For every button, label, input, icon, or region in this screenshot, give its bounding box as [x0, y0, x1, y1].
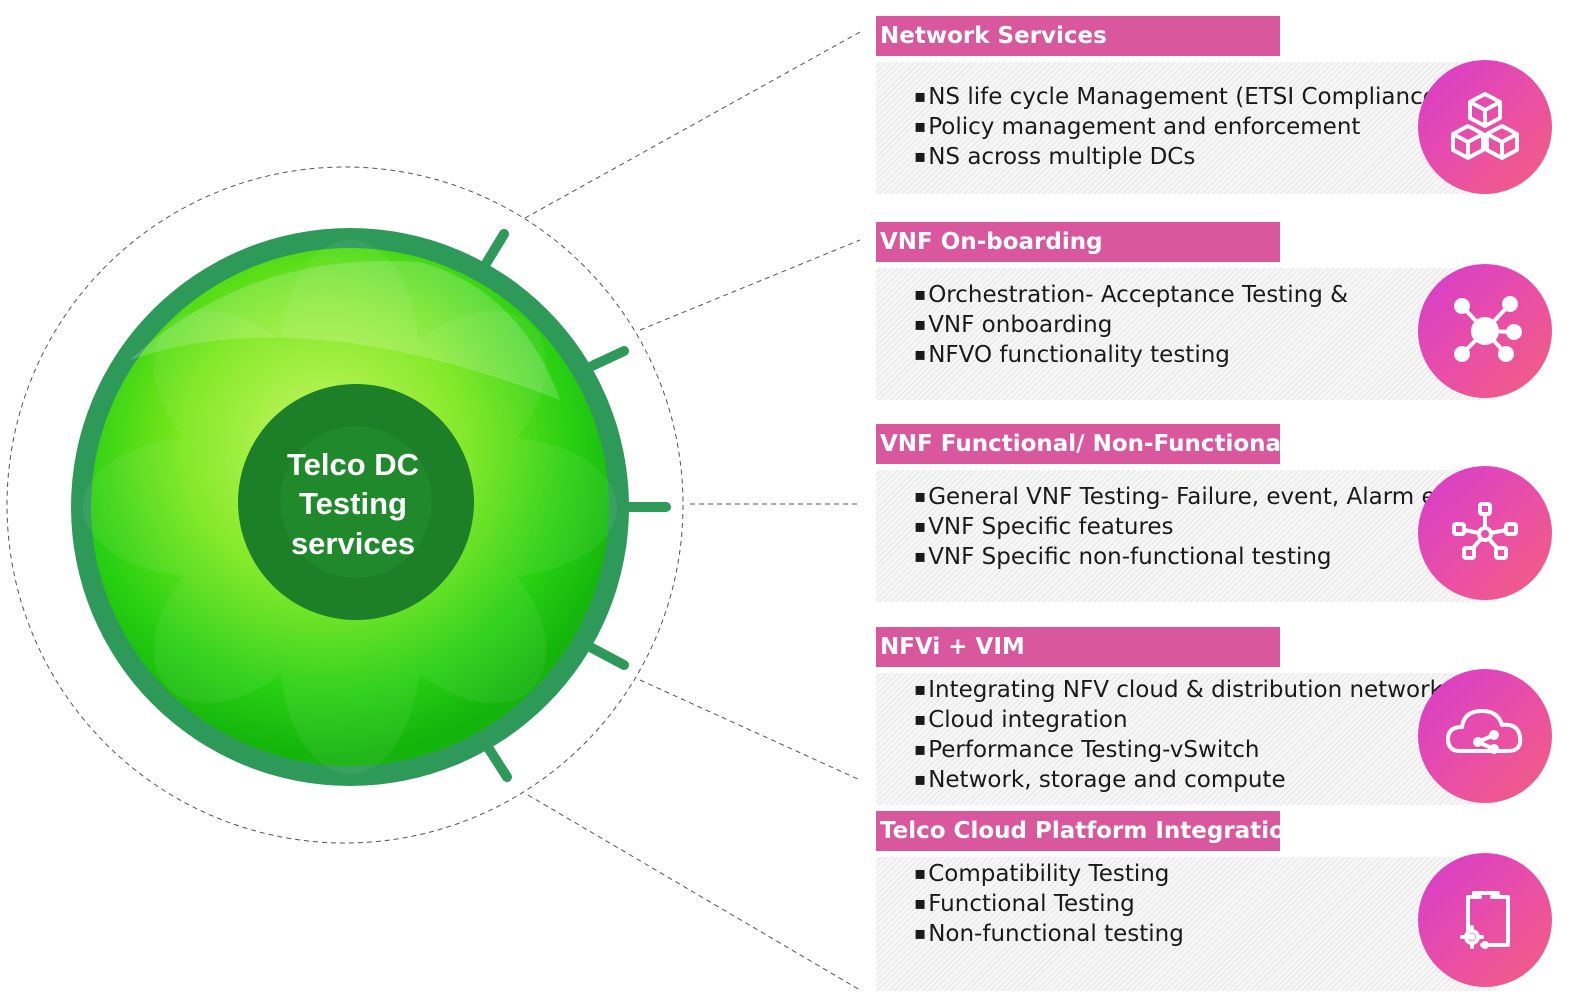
hub-graphic: Telco DC Testing services	[6, 31, 861, 991]
panel-title: VNF Functional/ Non-Functional	[876, 424, 1289, 464]
orbit-ring	[6, 166, 684, 844]
panel-title: Network Services	[876, 16, 1280, 56]
panel-network-services: Network Services NS life cycle Managemen…	[876, 16, 1576, 196]
panel-telco-cloud-integration: Telco Cloud Platform Integration Compati…	[876, 811, 1576, 1001]
list-item: General VNF Testing- Failure, event, Ala…	[914, 482, 1464, 512]
panel-list: Orchestration- Acceptance Testing & VNF …	[914, 280, 1348, 370]
network-hub-icon	[1418, 264, 1552, 398]
panel-body: General VNF Testing- Failure, event, Ala…	[876, 470, 1496, 602]
list-item: Integrating NFV cloud & distribution net…	[914, 675, 1443, 705]
spoke-1	[482, 229, 509, 267]
panel-body: Compatibility Testing Functional Testing…	[876, 857, 1496, 991]
spoke-2	[587, 346, 629, 371]
list-item: VNF Specific non-functional testing	[914, 542, 1465, 572]
center-title-line-2: Testing	[299, 486, 407, 521]
list-item: VNF onboarding	[914, 310, 1348, 340]
connector-line-4	[639, 679, 861, 781]
panel-list: NS life cycle Management (ETSI Complianc…	[914, 82, 1446, 172]
spoke-4	[587, 643, 629, 670]
list-item: Policy management and enforcement	[914, 112, 1446, 142]
panel-body: NS life cycle Management (ETSI Complianc…	[876, 62, 1496, 194]
clipboard-gear-icon	[1418, 853, 1552, 987]
list-item: Compatibility Testing	[914, 859, 1184, 889]
list-item: NFVO functionality testing	[914, 340, 1348, 370]
spoke-5	[484, 744, 512, 782]
panel-title: NFVi + VIM	[876, 627, 1280, 667]
cubes-icon	[1418, 60, 1552, 194]
panel-list: General VNF Testing- Failure, event, Ala…	[914, 482, 1465, 572]
panel-vnf-onboarding: VNF On-boarding Orchestration- Acceptanc…	[876, 222, 1576, 402]
center-title-line-3: services	[291, 526, 415, 561]
panel-body: Orchestration- Acceptance Testing & VNF …	[876, 268, 1496, 400]
connector-line-2	[639, 239, 861, 331]
node-graph-icon	[1418, 466, 1552, 600]
panel-nfvi-vim: NFVi + VIM Integrating NFV cloud & distr…	[876, 627, 1576, 807]
panel-list: Compatibility Testing Functional Testing…	[914, 859, 1184, 949]
list-item: NS across multiple DCs	[914, 142, 1446, 172]
list-item: Performance Testing-vSwitch	[914, 735, 1443, 765]
list-item: Orchestration- Acceptance Testing &	[914, 280, 1348, 310]
panel-title: VNF On-boarding	[876, 222, 1280, 262]
connector-lines	[524, 31, 861, 991]
list-item: VNF Specific features	[914, 512, 1465, 542]
ring-spokes	[482, 229, 671, 782]
connector-line-5	[527, 794, 861, 991]
list-item: NS life cycle Management (ETSI Complianc…	[914, 82, 1446, 112]
list-item: Network, storage and compute	[914, 765, 1443, 795]
sphere-highlight	[130, 260, 560, 400]
connector-line-1	[524, 31, 861, 219]
panel-body: Integrating NFV cloud & distribution net…	[876, 673, 1496, 805]
cloud-share-icon	[1418, 669, 1552, 803]
center-title-line-1: Telco DC	[287, 447, 419, 482]
list-item: Cloud integration	[914, 705, 1443, 735]
panel-list: Integrating NFV cloud & distribution net…	[914, 675, 1443, 795]
list-item: Non-functional testing	[914, 919, 1184, 949]
panel-vnf-functional: VNF Functional/ Non-Functional General V…	[876, 424, 1576, 604]
core-inner	[280, 426, 432, 578]
panel-title: Telco Cloud Platform Integration	[876, 811, 1301, 851]
list-item: Functional Testing	[914, 889, 1184, 919]
